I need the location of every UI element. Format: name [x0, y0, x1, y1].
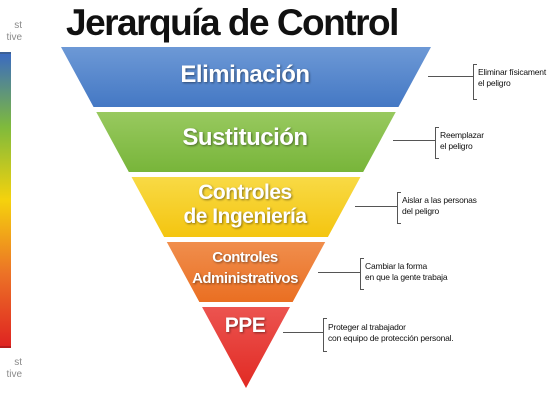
note-ingenieria: Aislar a las personas del peligro — [402, 195, 477, 216]
pyramid-band-ppe — [202, 307, 290, 388]
bracket-ingenieria — [397, 192, 401, 224]
pyramid-band-sustitucion — [96, 112, 396, 172]
connector-line-sustitucion — [393, 140, 435, 141]
bracket-sustitucion — [435, 127, 439, 159]
note-eliminacion: Eliminar físicament el peligro — [478, 67, 546, 88]
pyramid-band-controles-administrativos — [166, 242, 326, 302]
pyramid-band-controles-ingenieria — [131, 177, 361, 237]
scale-bottom-label: st tive — [6, 357, 22, 380]
connector-line-ppe — [283, 332, 323, 333]
bracket-eliminacion — [473, 64, 477, 100]
level-label-controles-ingenieria: Controles de Ingeniería — [183, 181, 307, 228]
level-label-controles-administrativos: Controles Administrativos — [192, 249, 298, 287]
note-ppe: Proteger al trabajador con equipo de pro… — [328, 322, 454, 343]
bracket-ppe — [323, 318, 327, 352]
note-administrativos: Cambiar la forma en que la gente trabaja — [365, 261, 448, 282]
pyramid-band-eliminacion — [61, 47, 431, 107]
effectiveness-scale-bar — [0, 52, 11, 348]
scale-top-label: st tive — [6, 20, 22, 43]
diagram-title: Jerarquía de Control — [66, 2, 399, 43]
note-sustitucion: Reemplazar el peligro — [440, 130, 484, 151]
level-label-ppe: PPE — [224, 314, 266, 337]
connector-line-administrativos — [318, 272, 360, 273]
connector-line-eliminacion — [428, 76, 473, 77]
bracket-administrativos — [360, 258, 364, 290]
connector-line-ingenieria — [355, 206, 397, 207]
level-label-eliminacion: Eliminación — [180, 61, 310, 88]
level-label-sustitucion: Sustitución — [182, 124, 308, 151]
